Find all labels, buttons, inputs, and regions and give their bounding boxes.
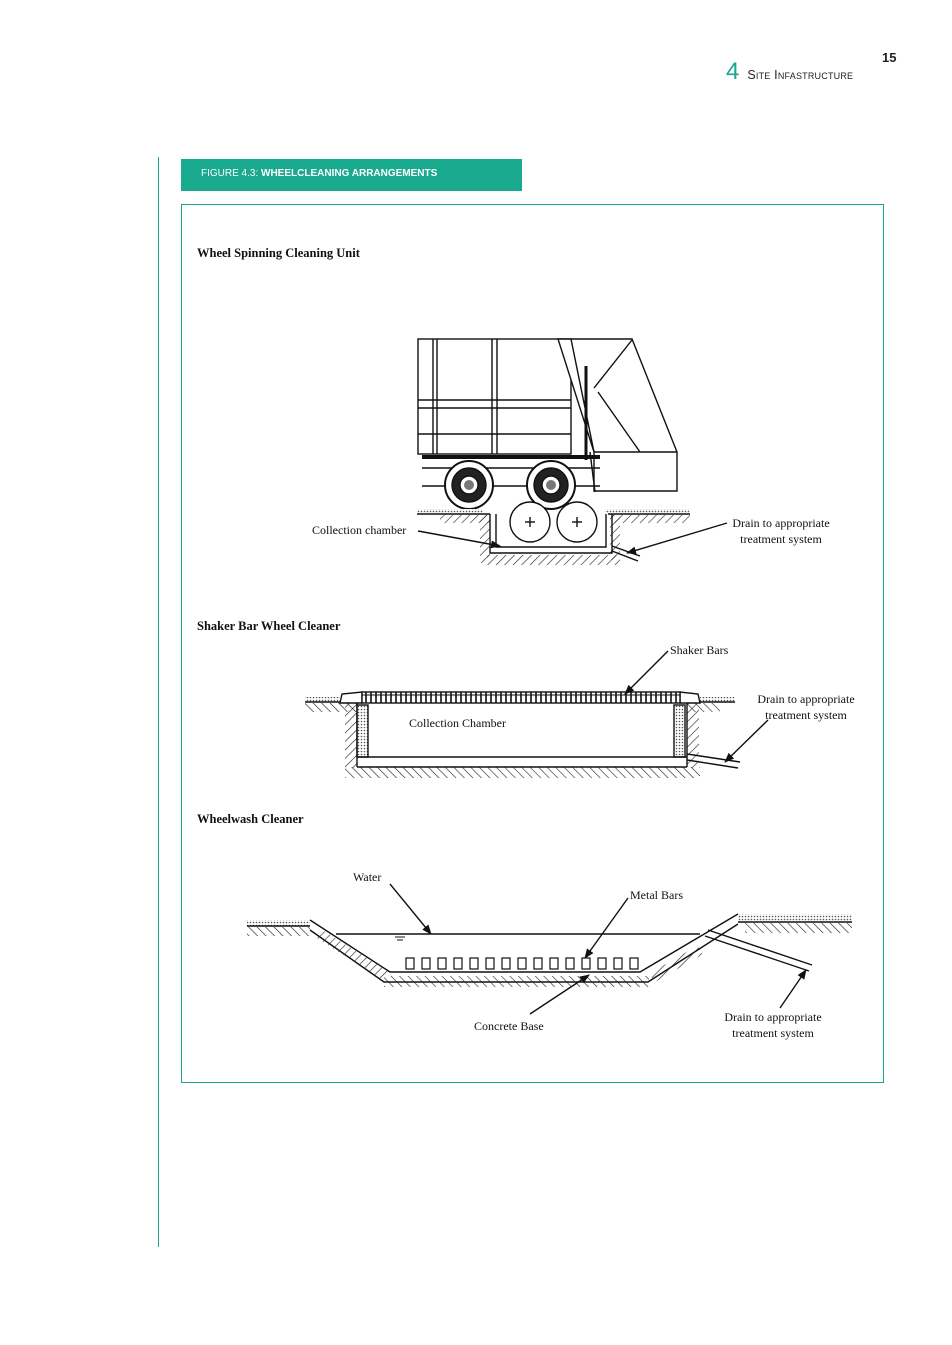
wheelwash-drain-label-line1: Drain to appropriate [724,1010,821,1024]
section-title-wheelwash: Wheelwash Cleaner [197,812,304,826]
figure-label-title: WHEELCLEANING ARRANGEMENTS [261,168,438,179]
concrete-base-label: Concrete Base [474,1019,544,1033]
margin-rule [158,157,159,1247]
shaker-chamber-label: Collection Chamber [409,716,506,730]
spinning-unit-diagram [417,338,728,565]
shaker-bars [365,692,677,703]
shaker-drain-label-line2: treatment system [765,708,847,722]
collection-chamber-label: Collection chamber [312,523,406,537]
figure-label: FIGURE 4.3: WHEELCLEANING ARRANGEMENTS [181,159,522,191]
metal-bars [405,957,639,970]
figure-frame [181,204,884,1083]
section-title-shaker: Shaker Bar Wheel Cleaner [197,619,341,633]
figure-label-prefix: FIGURE 4.3: [201,168,262,179]
page-number: 15 [882,50,897,65]
section-title-spinning: Wheel Spinning Cleaning Unit [197,246,360,260]
chapter-heading: 4 Site Infastructure [726,60,853,84]
shaker-drain-label-line1: Drain to appropriate [757,692,854,706]
spinning-pit [417,501,728,565]
truck [417,338,678,510]
chapter-number: 4 [726,58,740,85]
wheelwash-diagram [247,883,852,1015]
shaker-bars-label: Shaker Bars [670,643,729,657]
water-label: Water [353,870,381,884]
spinning-drain-label-line1: Drain to appropriate [732,516,829,530]
wheelwash-drain-label-line2: treatment system [732,1026,814,1040]
spinning-drain-label-line2: treatment system [740,532,822,546]
metal-bars-label: Metal Bars [630,888,683,902]
chapter-title: Site Infastructure [747,68,854,82]
shaker-bar-diagram [305,650,769,778]
